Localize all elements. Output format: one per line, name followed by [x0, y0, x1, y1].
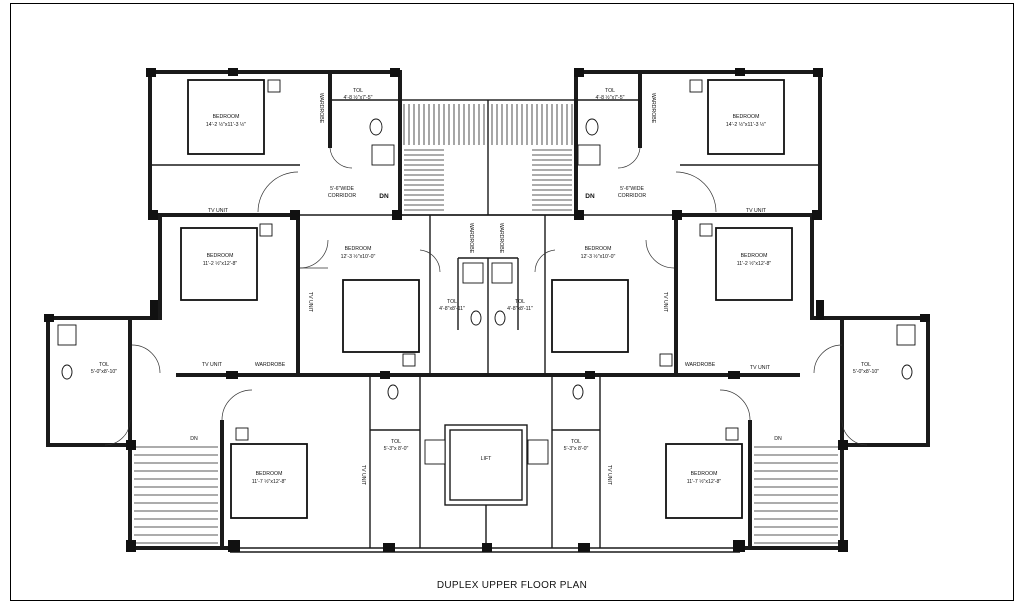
toilet-bottom-right-label: TOL	[571, 439, 581, 445]
toilet-top-left-dim: 4'-8 ½"x7'-5"	[343, 94, 372, 101]
tv-unit-bottom-right: TV UNIT	[606, 465, 612, 486]
stair-left	[134, 446, 218, 544]
bed-mid-right-label: BEDROOM	[741, 253, 768, 259]
tv-unit-mid-right: TV UNIT	[746, 208, 767, 214]
bed-bottom-right	[665, 443, 743, 519]
toilet-center-left-dim: 4'-8"x8'-11"	[439, 306, 465, 312]
beds	[180, 79, 793, 519]
toilet-side-left-dim: 5'-0"x8'-10"	[91, 369, 117, 375]
corridor-right-l1: 5'-6"WIDE	[620, 186, 644, 192]
bed-bottom-right-dim: 11'-7 ½"x12'-8"	[687, 478, 722, 485]
toilet-center-left-label: TOL	[447, 299, 457, 305]
dn-stair-right: DN	[774, 436, 782, 442]
wardrobe-top-left: WARDROBE	[318, 93, 324, 124]
bed-top-right	[707, 79, 785, 155]
corridor-left-l2: CORRIDOR	[328, 193, 356, 199]
bed-mid-left	[180, 227, 258, 301]
tv-unit-center-right: TV UNIT	[662, 292, 668, 313]
toilet-bottom-left-label: TOL	[391, 439, 401, 445]
bed-center-left	[342, 279, 420, 353]
bed-center-right	[551, 279, 629, 353]
lift-label: LIFT	[481, 456, 492, 462]
outer-walls	[46, 70, 930, 553]
door-swings	[104, 147, 868, 446]
corridor-left-l1: 5'-6"WIDE	[330, 186, 354, 192]
fixtures	[57, 79, 916, 465]
toilet-side-right-dim: 5'-0"x8'-10"	[853, 369, 879, 375]
bed-center-right-label: BEDROOM	[585, 246, 612, 252]
toilet-center-right-dim: 4'-8"x8'-11"	[507, 306, 533, 312]
wardrobe-lower-left: WARDROBE	[255, 362, 286, 368]
stair-right	[754, 446, 838, 544]
wardrobe-center-left: WARDROBE	[468, 223, 474, 254]
toilet-side-left-label: TOL	[99, 362, 109, 368]
tv-unit-lower-right: TV UNIT	[750, 365, 771, 371]
bed-bottom-right-label: BEDROOM	[691, 471, 718, 477]
bed-center-right-dim: 12'-3 ½"x10'-0"	[581, 253, 616, 260]
toilet-top-right-label: TOL	[605, 88, 615, 94]
columns	[44, 68, 930, 552]
bed-bottom-left	[230, 443, 308, 519]
toilet-bottom-left-dim: 5'-3"x 8'-0"	[384, 446, 409, 452]
wardrobe-lower-right: WARDROBE	[685, 362, 716, 368]
dn-stair-left: DN	[190, 436, 198, 442]
stair-core	[403, 104, 573, 211]
interior-walls	[128, 72, 844, 548]
toilet-bottom-right-dim: 5'-3"x 8'-0"	[564, 446, 589, 452]
bed-top-left	[187, 79, 265, 155]
bed-mid-right	[715, 227, 793, 301]
room-labels: BEDROOM 14'-2 ½"x11'-3 ½" BEDROOM 14'-2 …	[91, 88, 879, 486]
bed-bottom-left-label: BEDROOM	[256, 471, 283, 477]
corridor-right-l2: CORRIDOR	[618, 193, 646, 199]
dn-stair-core-left: DN	[379, 193, 389, 200]
toilet-top-left-label: TOL	[353, 88, 363, 94]
toilet-center-right-label: TOL	[515, 299, 525, 305]
bed-top-left-label: BEDROOM	[213, 114, 240, 120]
bed-mid-left-dim: 11'-2 ½"x12'-8"	[203, 260, 238, 267]
toilet-top-right-dim: 4'-8 ½"x7'-5"	[595, 94, 624, 101]
wardrobe-center-right: WARDROBE	[498, 223, 504, 254]
drawing-frame	[10, 3, 1014, 601]
bed-top-right-label: BEDROOM	[733, 114, 760, 120]
bed-bottom-left-dim: 11'-7 ½"x12'-8"	[252, 478, 287, 485]
bed-center-left-dim: 12'-3 ½"x10'-0"	[341, 253, 376, 260]
plan-caption: DUPLEX UPPER FLOOR PLAN	[436, 580, 588, 591]
wardrobe-top-right: WARDROBE	[650, 93, 656, 124]
bed-mid-right-dim: 11'-2 ½"x12'-8"	[737, 260, 772, 267]
bed-top-left-dim: 14'-2 ½"x11'-3 ½"	[206, 121, 246, 128]
bed-top-right-dim: 14'-2 ½"x11'-3 ½"	[726, 121, 766, 128]
tv-unit-lower-left: TV UNIT	[202, 362, 223, 368]
tv-unit-bottom-left: TV UNIT	[360, 465, 366, 486]
dn-stair-core-right: DN	[585, 193, 595, 200]
bed-center-left-label: BEDROOM	[345, 246, 372, 252]
tv-unit-center-left: TV UNIT	[307, 292, 313, 313]
toilet-side-right-label: TOL	[861, 362, 871, 368]
tv-unit-mid-left: TV UNIT	[208, 208, 229, 214]
bed-mid-left-label: BEDROOM	[207, 253, 234, 259]
